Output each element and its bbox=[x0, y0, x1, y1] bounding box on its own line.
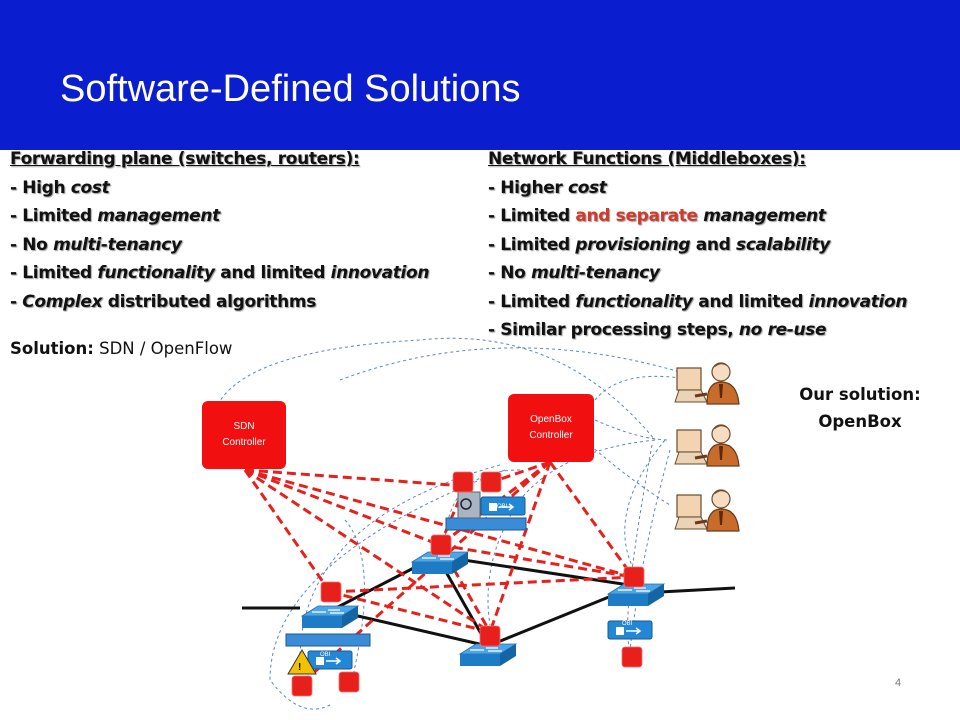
admin-person-icon bbox=[673, 423, 741, 468]
our-solution-line1: Our solution: bbox=[799, 385, 921, 404]
obi-label: OBI bbox=[320, 652, 331, 658]
sdn-controller-label-1: SDN bbox=[233, 421, 255, 432]
middlebox-right: OBI bbox=[607, 620, 653, 640]
list-item: - Limited and separate management bbox=[488, 206, 826, 226]
switch-icon bbox=[301, 605, 359, 629]
list-item: - Limited functionality and limited inno… bbox=[488, 291, 908, 312]
list-item: - Higher cost bbox=[488, 177, 607, 198]
middlebox-rack-top: OBI bbox=[445, 491, 527, 531]
list-item: - No multi-tenancy bbox=[10, 234, 182, 255]
slide-title: Software-Defined Solutions bbox=[60, 68, 521, 110]
solution-value: SDN / OpenFlow bbox=[93, 339, 233, 358]
list-item: - High cost bbox=[10, 177, 110, 198]
our-solution: Our solution: OpenBox bbox=[780, 381, 940, 435]
sdn-controller-label-2: Controller bbox=[222, 437, 266, 448]
obi-label: OBI bbox=[622, 621, 633, 627]
openbox-controller-label-2: Controller bbox=[529, 430, 573, 441]
list-item: - Complex distributed algorithms bbox=[10, 291, 316, 312]
solution-text: Solution: SDN / OpenFlow bbox=[10, 339, 232, 358]
forwarding-plane-list: Forwarding plane (switches, routers): - … bbox=[10, 145, 429, 316]
warning-icon: ! bbox=[298, 662, 301, 673]
list-item: - Limited provisioning and scalability bbox=[488, 234, 831, 255]
middlebox-rack-bottom: ! OBI bbox=[285, 633, 371, 675]
title-bar: Software-Defined Solutions bbox=[0, 0, 960, 150]
list-item: - Similar processing steps, no re-use bbox=[488, 320, 827, 340]
forwarding-plane-heading: Forwarding plane (switches, routers): bbox=[10, 149, 360, 169]
list-item: - Limited management bbox=[10, 206, 220, 226]
admin-person-icon bbox=[673, 488, 741, 533]
openbox-instances bbox=[291, 471, 645, 697]
solution-label: Solution: bbox=[10, 339, 94, 358]
our-solution-line2: OpenBox bbox=[818, 412, 902, 431]
obi-label: OBI bbox=[497, 504, 508, 510]
network-functions-heading: Network Functions (Middleboxes): bbox=[488, 149, 806, 169]
openbox-controller: OpenBox Controller bbox=[508, 394, 594, 462]
switch-icon bbox=[459, 643, 517, 667]
list-item: - Limited functionality and limited inno… bbox=[10, 263, 430, 283]
sdn-controller: SDN Controller bbox=[202, 401, 286, 469]
list-item: - No multi-tenancy bbox=[488, 263, 660, 283]
admin-person-icon bbox=[673, 361, 741, 406]
openbox-controller-label-1: OpenBox bbox=[530, 414, 572, 425]
network-functions-list: Network Functions (Middleboxes): - Highe… bbox=[488, 145, 907, 345]
page-number: 4 bbox=[895, 677, 902, 689]
